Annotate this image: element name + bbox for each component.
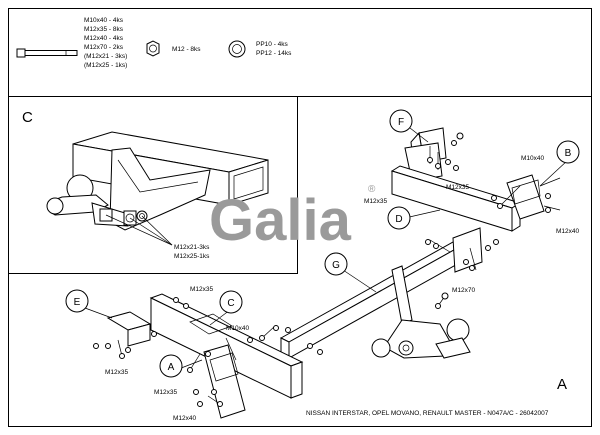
- callout-a-top: M12x35: [154, 389, 178, 396]
- galia-trademark-mark: ®: [368, 184, 376, 195]
- bolt-size-4: M12x70 - 2ks: [84, 44, 124, 51]
- svg-text:G: G: [332, 260, 340, 271]
- svg-text:E: E: [74, 297, 81, 308]
- part-label-f: F: [389, 109, 413, 133]
- part-label-d: D: [387, 206, 411, 230]
- bolt-size-3: M12x40 - 4ks: [84, 35, 124, 42]
- detail-c-label-1: M12x21-3ks: [174, 244, 210, 251]
- svg-text:D: D: [395, 214, 402, 225]
- part-label-e: E: [65, 289, 89, 313]
- callout-d-left: M12x35: [364, 198, 388, 205]
- galia-logo: Galia: [209, 188, 352, 253]
- main-assembly-drawing: [84, 127, 569, 419]
- callout-c-top: M12x35: [190, 286, 214, 293]
- footer-model-code: NISSAN INTERSTAR, OPEL MOVANO, RENAULT M…: [306, 410, 549, 417]
- outer-frame: [8, 8, 592, 427]
- detail-c-drawing: [46, 131, 269, 246]
- callout-g-right: M12x70: [452, 287, 476, 294]
- svg-text:A: A: [168, 362, 175, 373]
- part-label-a: A: [159, 354, 183, 378]
- detail-c-frame: [8, 96, 298, 274]
- bolt-sizes: M10x40 - 4ks M12x35 - 8ks M12x40 - 4ks M…: [84, 17, 127, 69]
- view-a-letter: A: [557, 376, 567, 393]
- part-label-b: B: [556, 140, 580, 164]
- bolt-icon: [16, 48, 78, 58]
- nut-size: M12 - 8ks: [172, 46, 201, 53]
- callout-e-bolts: M12x35: [105, 369, 129, 376]
- svg-text:F: F: [398, 117, 404, 128]
- svg-text:B: B: [565, 148, 572, 159]
- washer-icon: [228, 40, 246, 58]
- callout-c-mid: M10x40: [226, 325, 250, 332]
- bolt-size-5: (M12x21 - 3ks): [84, 53, 127, 60]
- detail-c-letter: C: [22, 109, 33, 126]
- washer-size-1: PP10 - 4ks: [256, 41, 289, 48]
- callout-a-bottom: M12x40: [173, 415, 197, 422]
- svg-text:C: C: [227, 298, 234, 309]
- bolt-size-1: M10x40 - 4ks: [84, 17, 124, 24]
- bolt-size-6: (M12x25 - 1ks): [84, 62, 127, 69]
- callout-b-bottom: M12x40: [556, 228, 580, 235]
- detail-c-label-2: M12x25-1ks: [174, 253, 210, 260]
- nut-icon: [146, 40, 160, 57]
- callout-f-bolts: M12x35: [446, 184, 470, 191]
- part-label-c: C: [219, 290, 243, 314]
- part-label-g: G: [324, 252, 348, 276]
- washer-size-2: PP12 - 14ks: [256, 50, 292, 57]
- callout-b-top: M10x40: [521, 155, 545, 162]
- bolt-size-2: M12x35 - 8ks: [84, 26, 124, 33]
